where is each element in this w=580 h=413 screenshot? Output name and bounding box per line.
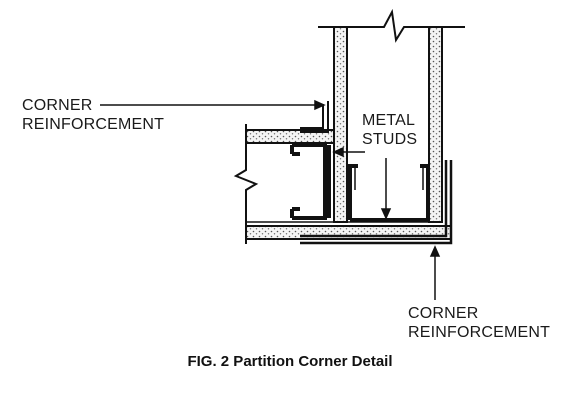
label-line-1: CORNER [22,97,93,114]
label-line-1: METAL [362,112,416,129]
vertical-wall-left-board [333,26,348,223]
corner-stud [292,143,327,220]
label-metal-studs: METAL STUDS [362,111,417,149]
leader-lines [100,99,441,300]
corner-reinforcement-top [300,101,329,133]
label-corner-reinforcement-top: CORNER REINFORCEMENT [22,96,164,134]
left-break-line [233,124,259,244]
metal-studs [290,143,430,222]
top-break-line [318,8,465,43]
label-line-2: REINFORCEMENT [22,116,165,133]
figure-caption: FIG. 2 Partition Corner Detail [187,353,393,370]
label-line-2: STUDS [362,131,418,148]
label-corner-reinforcement-bottom: CORNER REINFORCEMENT [408,304,550,342]
label-line-2: REINFORCEMENT [408,324,551,341]
label-line-1: CORNER [408,305,479,322]
corner-reinforcement-bottom [300,160,453,245]
vertical-wall-right-board [428,26,443,223]
stud-detail-lines [246,166,429,223]
